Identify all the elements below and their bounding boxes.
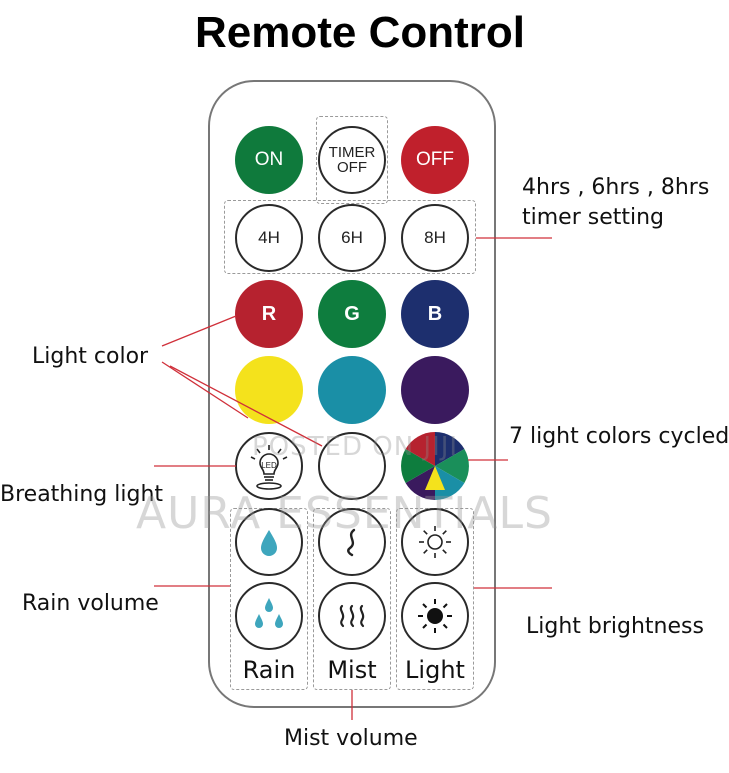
cycled-annotation: 7 light colors cycled (509, 424, 729, 449)
red-button[interactable]: R (235, 280, 303, 348)
light-group-label: Light (405, 656, 465, 684)
on-button[interactable]: ON (235, 126, 303, 194)
light-color-annotation: Light color (32, 344, 149, 369)
on-button-label: ON (254, 149, 284, 170)
page-title: Remote Control (195, 8, 525, 57)
color-cycle-button[interactable] (401, 432, 469, 500)
purple-button[interactable] (401, 356, 469, 424)
rain-high-button[interactable] (235, 582, 303, 650)
off-button-label: OFF (416, 149, 454, 170)
yellow-button[interactable] (235, 356, 303, 424)
timer-off-label: TIMER OFF (329, 145, 376, 175)
timer-off-line1: TIMER (328, 144, 376, 161)
sun-filled-icon (418, 599, 452, 633)
sun-outline-icon (419, 526, 451, 558)
timer-6h-label: 6H (341, 228, 363, 247)
watermark-line2: AURA ESSENTIALS (136, 488, 553, 539)
green-button-label: G (344, 302, 360, 325)
rain-low-button[interactable] (235, 508, 303, 576)
mist-waves-icon (339, 604, 365, 628)
light-color-line-1 (161, 315, 237, 347)
cyan-button[interactable] (318, 356, 386, 424)
color-wheel-icon (401, 432, 469, 500)
timer-setting-annotation-2: timer setting (522, 205, 665, 230)
led-icon-text: LED (261, 461, 277, 470)
mist-low-button[interactable] (318, 508, 386, 576)
timer-setting-annotation-1: 4hrs , 6hrs , 8hrs (522, 175, 710, 200)
red-button-label: R (261, 302, 277, 325)
timer-8h-label: 8H (424, 228, 446, 247)
led-bulb-icon: LED (250, 445, 288, 490)
light-color-line-2 (161, 361, 249, 419)
rain-group-label: Rain (242, 656, 296, 684)
mist-wave-icon (347, 528, 356, 557)
mist-group-label: Mist (327, 656, 377, 684)
light-brightness-annotation: Light brightness (526, 614, 704, 639)
rain-volume-annotation: Rain volume (22, 591, 159, 616)
water-drop-icon (261, 530, 277, 556)
mist-volume-annotation: Mist volume (284, 726, 418, 751)
timer-8h-button[interactable]: 8H (401, 204, 469, 272)
timer-off-button[interactable]: TIMER OFF (318, 126, 386, 194)
blue-button-label: B (427, 302, 443, 325)
off-button[interactable]: OFF (401, 126, 469, 194)
timer-group-top (316, 116, 388, 204)
timer-4h-label: 4H (258, 228, 280, 247)
blue-button[interactable]: B (401, 280, 469, 348)
green-button[interactable]: G (318, 280, 386, 348)
light-high-button[interactable] (401, 582, 469, 650)
timer-group (224, 200, 476, 274)
timer-off-line2: OFF (336, 159, 367, 176)
light-color-line-3 (169, 365, 323, 447)
breathing-light-annotation: Breathing light (0, 482, 164, 507)
light-low-button[interactable] (401, 508, 469, 576)
water-drops-icon (255, 598, 283, 628)
mist-high-button[interactable] (318, 582, 386, 650)
breathing-light-button[interactable]: LED (235, 432, 303, 500)
blank-button[interactable] (318, 432, 386, 500)
watermark-line1: POSTED ON JIJI (252, 432, 459, 462)
timer-4h-button[interactable]: 4H (235, 204, 303, 272)
timer-6h-button[interactable]: 6H (318, 204, 386, 272)
